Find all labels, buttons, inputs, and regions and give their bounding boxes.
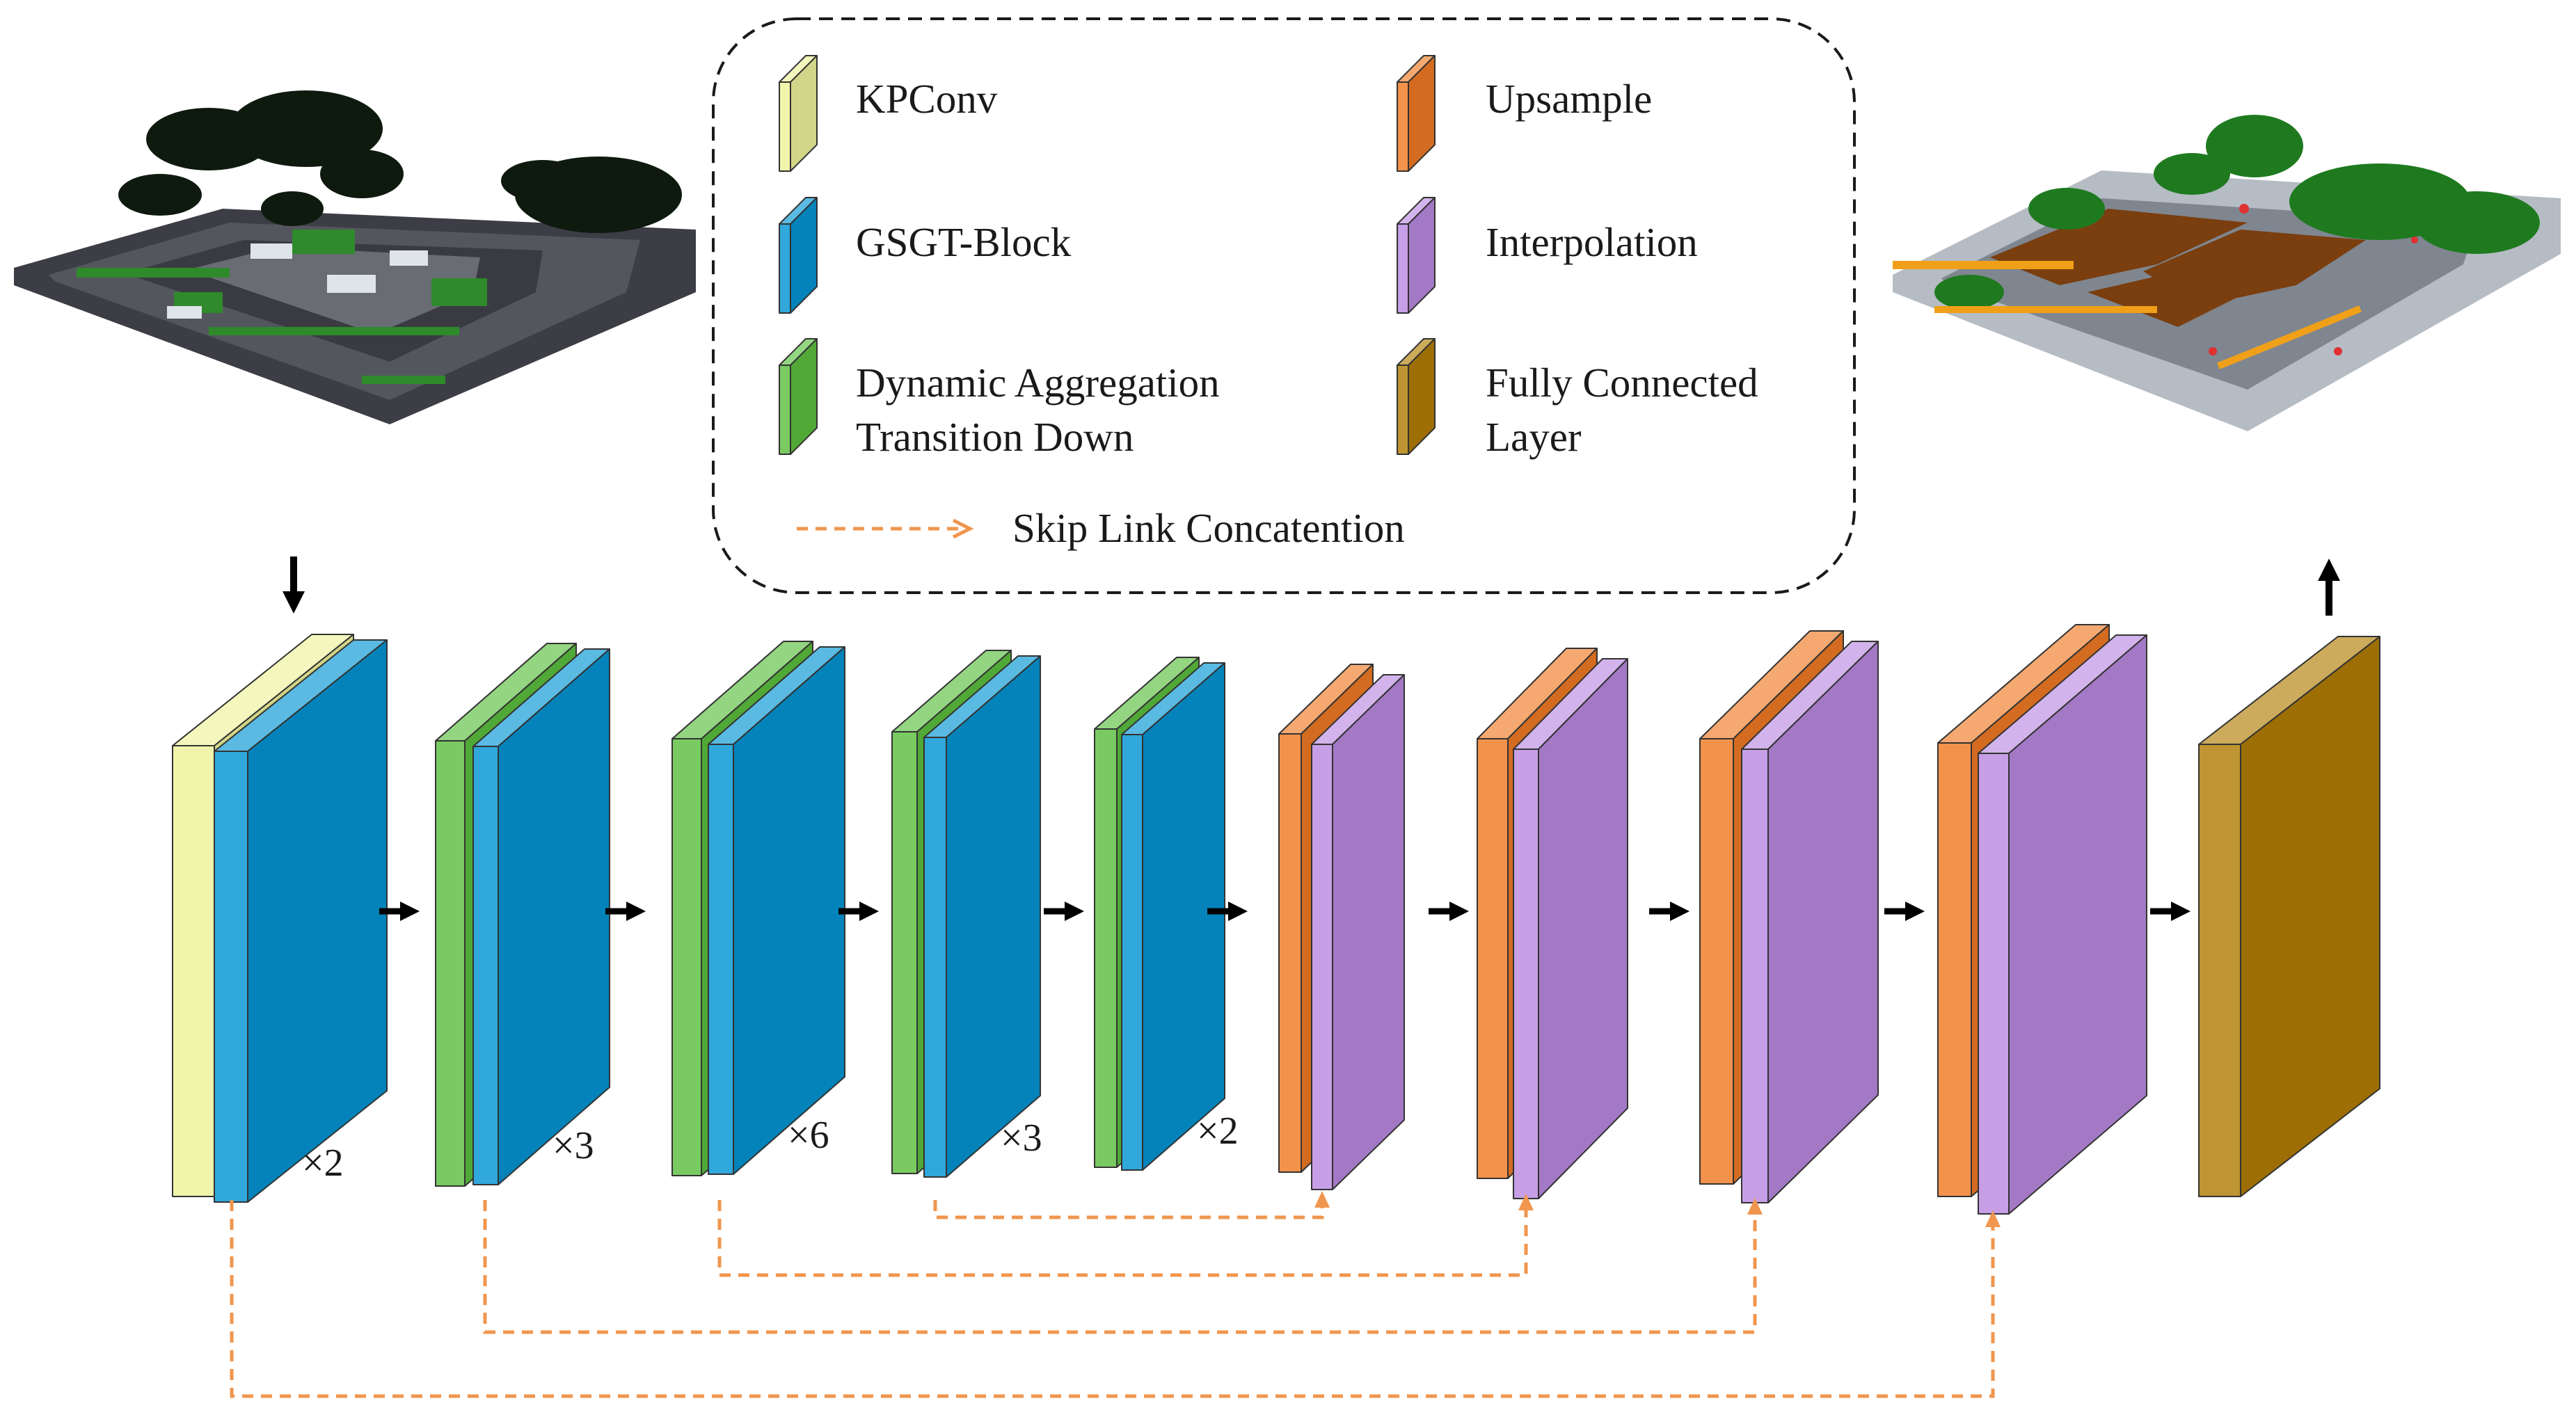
flow-arrow-4 bbox=[1044, 902, 1084, 921]
encoder-1-repeat-label: ×2 bbox=[302, 1142, 344, 1185]
decoder-2-interpolation-side-face bbox=[1538, 658, 1628, 1199]
legend-swatch-dynamic-front-face bbox=[779, 365, 791, 455]
encoder-4-gsgt bbox=[923, 655, 1041, 1178]
segmented-point-cloud bbox=[1893, 115, 2561, 431]
skip-links bbox=[230, 1191, 2001, 1398]
legend-label-dynamic-line2: Transition Down bbox=[856, 414, 1134, 460]
legend-swatch-kpconv-front-face bbox=[779, 81, 791, 172]
legend-swatch-gsgt bbox=[779, 197, 818, 314]
decoder-1-interpolation-side-face bbox=[1332, 674, 1405, 1190]
flow-arrow-5 bbox=[1207, 902, 1248, 921]
legend-swatch-dynamic bbox=[779, 338, 818, 455]
legend-swatch-kpconv bbox=[779, 55, 818, 172]
decoder-1-interpolation bbox=[1311, 674, 1405, 1190]
legend-border bbox=[712, 17, 1856, 594]
decoder-2-upsample-front-face bbox=[1477, 738, 1509, 1179]
skip-link-2 bbox=[717, 1194, 1534, 1277]
decoder-3-interpolation bbox=[1741, 641, 1879, 1203]
decoder-3-upsample-front-face bbox=[1699, 738, 1734, 1185]
encoder-5-gsgt-side-face bbox=[1142, 662, 1225, 1171]
decoder-1-interpolation-front-face bbox=[1311, 744, 1333, 1190]
encoder-4-dynamic-front-face bbox=[891, 731, 918, 1174]
skip-link-4 bbox=[230, 1200, 2001, 1398]
input-arrow bbox=[283, 557, 305, 614]
flow-arrow-3 bbox=[838, 902, 879, 921]
encoder-5-gsgt-front-face bbox=[1121, 734, 1143, 1171]
decoder-1-upsample-front-face bbox=[1278, 733, 1302, 1173]
skip-link-1 bbox=[933, 1191, 1330, 1219]
decoder-3-interpolation-front-face bbox=[1741, 748, 1769, 1203]
encoder-5-gsgt bbox=[1121, 662, 1225, 1171]
decoder-layer-4 bbox=[1937, 624, 2147, 1215]
encoder-1-kpconv-front-face bbox=[172, 745, 215, 1197]
encoder-layer-3: ×6 bbox=[671, 641, 845, 1176]
flow-arrow-6 bbox=[1429, 902, 1469, 921]
decoder-4-upsample-front-face bbox=[1937, 742, 1972, 1197]
encoder-4-gsgt-front-face bbox=[923, 737, 947, 1178]
encoder-3-dynamic-front-face bbox=[671, 738, 702, 1176]
encoder-2-repeat-label: ×3 bbox=[552, 1124, 594, 1167]
decoder-layer-2 bbox=[1477, 648, 1628, 1199]
encoder-layer-4: ×3 bbox=[891, 650, 1042, 1178]
encoder-layer-5: ×2 bbox=[1094, 657, 1239, 1171]
decoder-layer-3 bbox=[1699, 630, 1879, 1203]
decoder-2-interpolation-front-face bbox=[1513, 748, 1539, 1199]
encoder-3-gsgt bbox=[708, 646, 845, 1175]
flow-arrow-8 bbox=[1884, 902, 1925, 921]
legend-swatch-gsgt-front-face bbox=[779, 223, 791, 314]
flow-arrows bbox=[379, 902, 2191, 921]
legend-swatch-interpolation-front-face bbox=[1397, 223, 1409, 314]
legend-swatch-upsample bbox=[1397, 55, 1436, 172]
encoder-5-repeat-label: ×2 bbox=[1197, 1110, 1239, 1153]
skip-link-3 bbox=[483, 1198, 1763, 1334]
encoder-3-gsgt-front-face bbox=[708, 744, 734, 1175]
output-arrow bbox=[2318, 559, 2340, 616]
output-layer-fc bbox=[2198, 636, 2380, 1197]
legend-label-kpconv: KPConv bbox=[856, 76, 998, 122]
legend-swatch-interpolation bbox=[1397, 197, 1436, 314]
encoder-4-gsgt-side-face bbox=[946, 655, 1041, 1178]
flow-arrow-2 bbox=[605, 902, 646, 921]
legend-label-interpolation: Interpolation bbox=[1486, 219, 1698, 265]
encoder-layer-2: ×3 bbox=[435, 643, 610, 1187]
decoder-2-interpolation bbox=[1513, 658, 1628, 1199]
decoder-4-interpolation-front-face bbox=[1978, 753, 2010, 1215]
legend: KPConv GSGT-Block Dynamic Aggregation Tr… bbox=[712, 17, 1856, 594]
encoder-layer-1: ×2 bbox=[172, 634, 388, 1203]
legend-swatch-upsample-front-face bbox=[1397, 81, 1409, 172]
legend-swatch-fc bbox=[1397, 338, 1436, 455]
encoder-4-repeat-label: ×3 bbox=[1001, 1116, 1042, 1160]
encoder-5-dynamic-front-face bbox=[1094, 728, 1118, 1168]
network-layers: ×2 ×3 ×6 ×3 ×2 bbox=[172, 624, 2380, 1215]
output-layer-fc-front-face bbox=[2198, 744, 2241, 1197]
decoder-4-interpolation bbox=[1978, 634, 2147, 1215]
decoder-layer-1 bbox=[1278, 664, 1405, 1190]
legend-swatch-fc-front-face bbox=[1397, 365, 1409, 455]
encoder-2-gsgt bbox=[472, 648, 610, 1185]
legend-label-gsgt: GSGT-Block bbox=[856, 219, 1072, 265]
encoder-2-dynamic-front-face bbox=[435, 740, 466, 1187]
legend-label-fc-line2: Layer bbox=[1486, 414, 1582, 460]
flow-arrow-9 bbox=[2150, 902, 2191, 921]
legend-label-skip: Skip Link Concatention bbox=[1012, 505, 1405, 551]
encoder-2-gsgt-front-face bbox=[472, 746, 499, 1185]
encoder-3-repeat-label: ×6 bbox=[788, 1114, 829, 1157]
flow-arrow-1 bbox=[379, 902, 420, 921]
legend-skip-arrowhead bbox=[952, 518, 974, 539]
legend-label-dynamic-line1: Dynamic Aggregation bbox=[856, 360, 1220, 406]
input-point-cloud bbox=[14, 90, 696, 424]
legend-label-fc-line1: Fully Connected bbox=[1486, 360, 1758, 406]
legend-label-upsample: Upsample bbox=[1486, 76, 1652, 122]
encoder-1-gsgt bbox=[214, 639, 388, 1203]
flow-arrow-7 bbox=[1649, 902, 1689, 921]
encoder-1-gsgt-front-face bbox=[214, 751, 248, 1203]
